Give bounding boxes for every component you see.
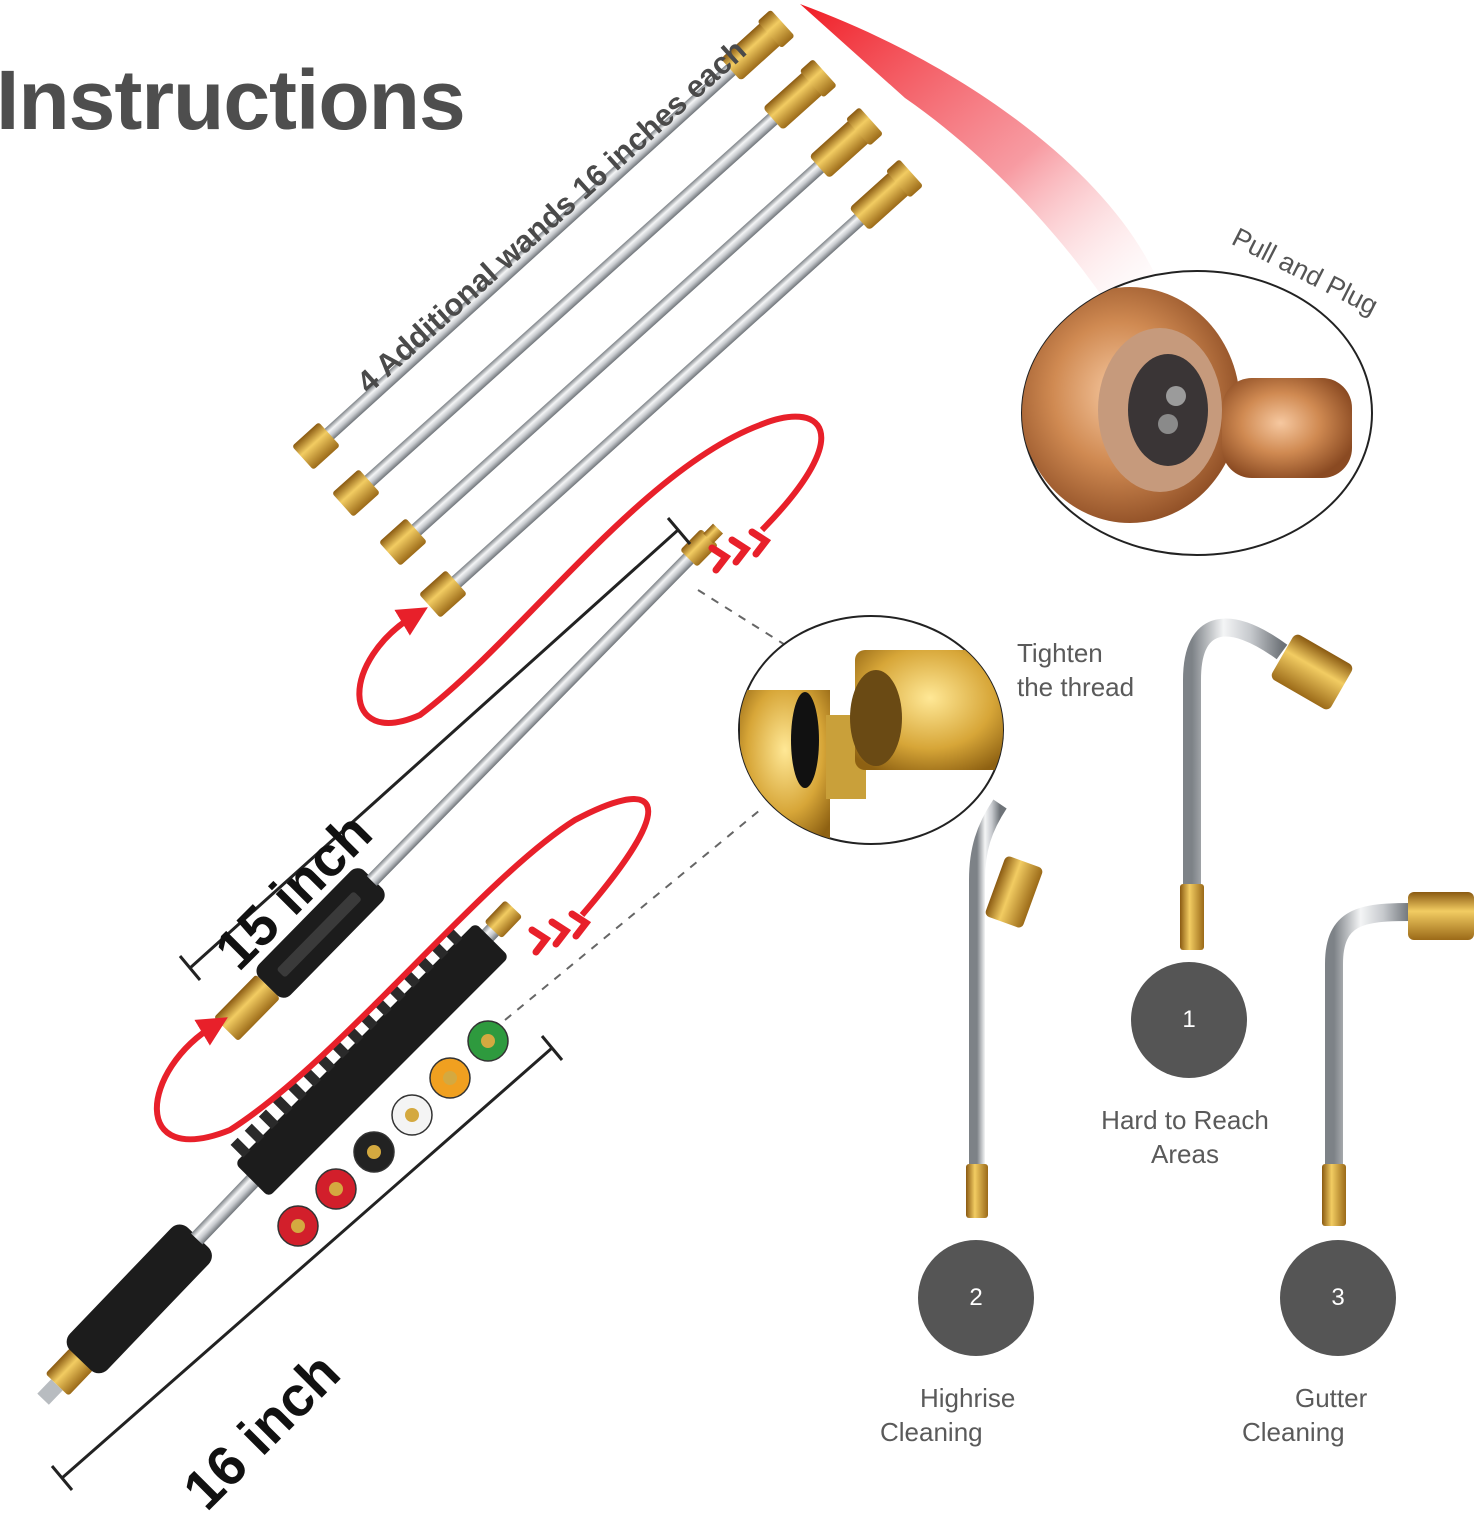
use-badge-2: 2 (918, 1240, 1034, 1356)
measure-brackets (50, 517, 692, 1491)
use-badge-1: 1 (1131, 962, 1247, 1078)
assembly-arrows (153, 413, 825, 1143)
use-caption-1-line1: Hard to Reach (1101, 1105, 1269, 1135)
accessory-gutter (1322, 892, 1474, 1226)
nozzle-tip-orifice (291, 1219, 305, 1233)
use-caption-3-line2: Cleaning (1242, 1417, 1345, 1447)
use-caption-1: Hard to Reach Areas (1085, 1103, 1285, 1171)
page-title: Instructions (0, 53, 466, 147)
pull-zoom-beam (800, 4, 1165, 320)
use-caption-2-line2: Cleaning (880, 1417, 983, 1447)
additional-wands (293, 10, 922, 617)
nozzle-tips (277, 1020, 509, 1247)
use-caption-1-line2: Areas (1151, 1139, 1219, 1169)
tighten-line1: Tighten (1017, 638, 1103, 668)
use-caption-2: Highrise Cleaning (880, 1381, 1040, 1449)
use-badge-3: 3 (1280, 1240, 1396, 1356)
use-caption-2-line1: Highrise (920, 1383, 1016, 1413)
tighten-line2: the thread (1017, 672, 1135, 702)
nozzle-tip-orifice (329, 1182, 343, 1196)
nozzle-tip-orifice (481, 1034, 495, 1048)
tighten-caption: Tighten the thread (1017, 636, 1134, 704)
use-caption-3: Gutter Cleaning (1242, 1381, 1402, 1449)
nozzle-tip-orifice (405, 1108, 419, 1122)
wand-15-inch (215, 523, 724, 1040)
zoom-connectors (504, 589, 791, 1021)
tighten-zoom (738, 615, 1004, 845)
chevron-icons (528, 528, 772, 956)
use-caption-3-line1: Gutter (1295, 1383, 1368, 1413)
accessory-highrise (966, 799, 1043, 1218)
nozzle-tip-orifice (443, 1071, 457, 1085)
accessory-hard-to-reach (1180, 618, 1353, 950)
pull-plug-zoom (1021, 270, 1373, 556)
nozzle-tip-orifice (367, 1145, 381, 1159)
